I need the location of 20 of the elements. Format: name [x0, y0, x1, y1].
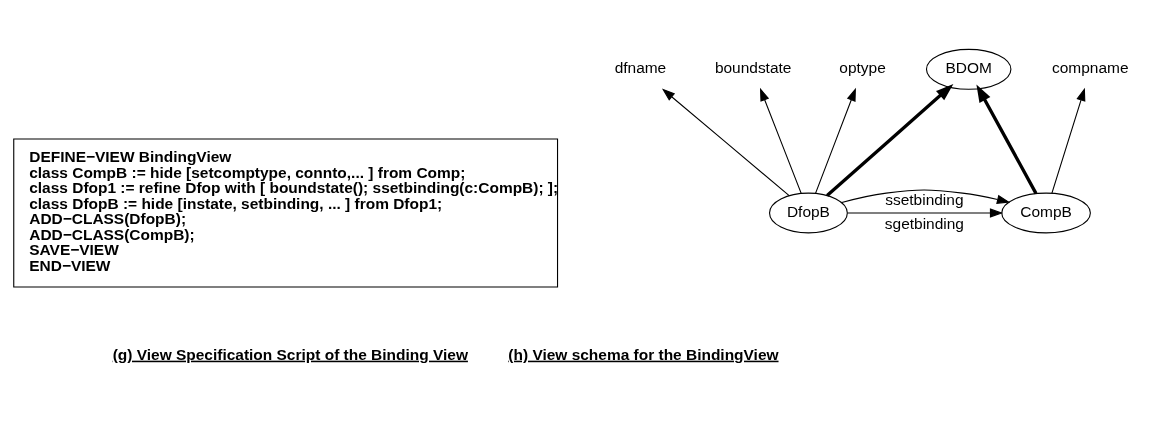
node-ellipse: DfopB — [769, 192, 848, 233]
node-text: dfname — [614, 58, 667, 76]
arrow — [814, 87, 856, 194]
arrow — [976, 84, 1038, 194]
node-box: DEFINE−VIEW BindingView class CompB := hide [setcomptype, connto,... ] from Comp; class Dfop1 := refine Dfop with [ boundstate(); ssetbinding(c:CompB); ]; class DfopB := hide [instate, setbinding, ... ] from Dfop1; ADD−CLASS(DfopB); ADD−CLASS(CompB); SAVE−VIEW END−VIEW — [13, 137, 559, 288]
node-ellipse: CompB — [1001, 192, 1091, 233]
arrow — [841, 188, 1011, 204]
arrow — [1051, 87, 1086, 194]
edge-label: ssetbinding — [885, 190, 964, 208]
node-text: boundstate — [714, 58, 792, 76]
node-text: optype — [839, 58, 886, 76]
label: (h) View schema for the BindingView — [508, 345, 779, 363]
arrow — [826, 83, 954, 197]
node-ellipse: BDOM — [925, 48, 1012, 90]
arrow — [759, 87, 802, 194]
edge-label: sgetbinding — [884, 214, 964, 232]
node-text: compname — [1052, 58, 1129, 76]
label: (g) View Specification Script of the Binding View — [112, 345, 468, 363]
arrow — [661, 88, 790, 196]
arrow — [847, 207, 1004, 218]
